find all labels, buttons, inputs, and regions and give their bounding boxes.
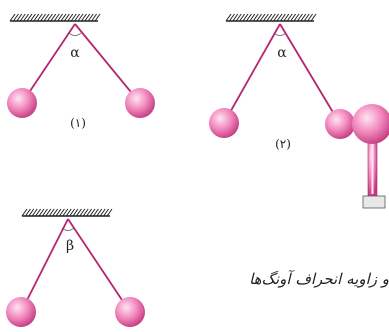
pendulum-diagram-1: α (۱) xyxy=(7,13,155,130)
string-left xyxy=(20,218,69,313)
ceiling-support xyxy=(21,208,113,217)
ball-left xyxy=(6,297,36,327)
stand-base xyxy=(362,195,386,209)
angle-label: β xyxy=(66,238,74,254)
charged-sphere xyxy=(352,104,389,144)
string-right xyxy=(67,218,131,313)
angle-label: α xyxy=(277,45,287,61)
pendulum-diagram-2: α (۲) xyxy=(209,13,389,209)
ball-left xyxy=(7,88,37,118)
diagram-caption: (۱) xyxy=(70,116,86,130)
diagram-caption: (۲) xyxy=(275,137,291,151)
ball-right xyxy=(325,109,355,139)
angle-arc xyxy=(61,227,75,231)
ball-left xyxy=(209,108,239,138)
angle-label: α xyxy=(70,45,80,61)
angle-arc xyxy=(68,32,82,36)
string-right xyxy=(74,23,141,104)
string-right xyxy=(279,23,341,125)
problem-text-fragment: و زاویه انحراف آونگ‌ها xyxy=(249,270,389,288)
string-left xyxy=(21,23,76,104)
ceiling-support xyxy=(225,13,317,22)
ball-right xyxy=(115,297,145,327)
pendulum-diagram-3: β xyxy=(6,208,145,327)
charged-sphere-on-stand xyxy=(352,104,389,209)
string-left xyxy=(223,23,281,124)
angle-arc xyxy=(273,32,287,36)
ball-right xyxy=(125,88,155,118)
ceiling-support xyxy=(9,13,101,22)
